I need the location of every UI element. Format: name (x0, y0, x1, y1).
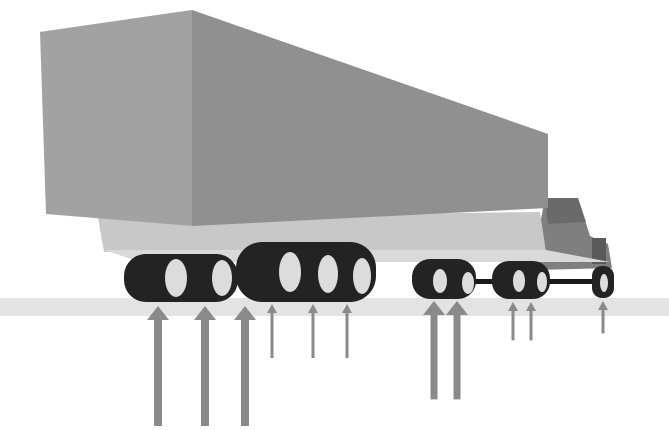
load-arrows (147, 301, 608, 426)
wheel-hub-4 (318, 255, 338, 293)
ground-plane (0, 298, 669, 316)
wheel-hub-8 (513, 270, 525, 292)
wheel-hub-9 (537, 272, 547, 292)
wheel-hub-2 (212, 260, 232, 296)
load-arrow-9 (508, 302, 518, 341)
trailer-front-tire-block (236, 242, 376, 302)
load-arrow-1 (147, 306, 169, 426)
load-arrow-5 (308, 304, 318, 358)
load-arrow-4 (267, 304, 277, 358)
trailer-box (40, 10, 548, 226)
load-arrow-6 (342, 304, 352, 358)
load-arrow-7 (423, 301, 445, 400)
load-arrow-3 (234, 306, 256, 426)
wheel-set (124, 242, 614, 302)
wheel-hub-6 (433, 269, 447, 293)
load-arrow-8 (446, 301, 468, 400)
load-arrow-10 (526, 302, 536, 341)
wheel-hub-3 (279, 252, 301, 292)
wheel-hub-10 (600, 274, 608, 292)
load-arrow-2 (194, 306, 216, 426)
wheel-hub-1 (165, 259, 187, 297)
wheel-hub-7 (462, 272, 474, 294)
wheel-hub-5 (353, 258, 371, 294)
load-arrow-11 (598, 301, 608, 334)
